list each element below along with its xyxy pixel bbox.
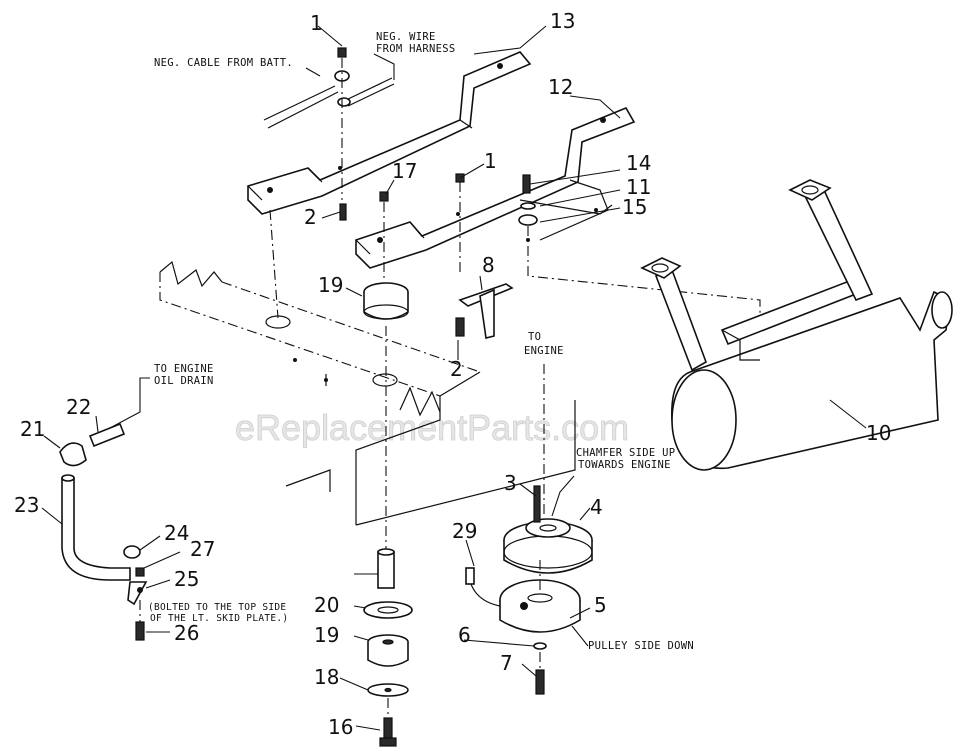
note-neg-cable: NEG. CABLE FROM BATT. xyxy=(154,57,293,69)
callout-29: 29 xyxy=(452,519,477,543)
mount-19-upper xyxy=(363,282,409,320)
callout-numbers: 1 1 2 2 3 4 5 6 7 8 10 11 12 13 14 15 16… xyxy=(14,9,891,739)
note-pulley-side: PULLEY SIDE DOWN xyxy=(588,640,694,652)
watermark-text: eReplacementParts.com xyxy=(235,407,629,448)
chassis-frame xyxy=(159,260,576,526)
callout-19b: 19 xyxy=(314,623,339,647)
callout-23: 23 xyxy=(14,493,39,517)
callout-1b: 1 xyxy=(484,149,497,173)
axis-left xyxy=(269,209,279,319)
callout-6: 6 xyxy=(458,623,471,647)
callout-2a: 2 xyxy=(304,205,317,229)
note-neg-wire-1: NEG. WIRE xyxy=(376,31,436,43)
note-oil-drain-1: TO ENGINE xyxy=(154,363,214,375)
callout-19a: 19 xyxy=(318,273,343,297)
callout-12: 12 xyxy=(548,75,573,99)
note-to-engine-1: TO xyxy=(528,331,541,343)
note-bolted-2: OF THE LT. SKID PLATE.) xyxy=(150,613,288,624)
callout-18: 18 xyxy=(314,665,339,689)
callout-1a: 1 xyxy=(310,11,323,35)
note-bolted-1: (BOLTED TO THE TOP SIDE xyxy=(148,602,286,613)
callout-17: 17 xyxy=(392,159,417,183)
hardware-1-2 xyxy=(337,47,761,320)
callout-24: 24 xyxy=(164,521,189,545)
mount-stack-lower xyxy=(363,548,413,747)
note-chamfer-1: CHAMFER SIDE UP xyxy=(576,447,675,459)
negative-cable xyxy=(263,70,395,129)
callout-11: 11 xyxy=(626,175,651,199)
small-hardware-24-27 xyxy=(123,545,148,641)
callout-16: 16 xyxy=(328,715,353,739)
bracket-13 xyxy=(247,51,532,215)
bracket-12 xyxy=(355,106,636,269)
callout-4: 4 xyxy=(590,495,603,519)
callout-27: 27 xyxy=(190,537,215,561)
muffler-10 xyxy=(640,179,953,471)
callout-2b: 2 xyxy=(450,357,463,381)
callout-13: 13 xyxy=(550,9,575,33)
callout-3: 3 xyxy=(504,471,517,495)
note-oil-drain-2: OIL DRAIN xyxy=(154,375,214,387)
callout-20: 20 xyxy=(314,593,339,617)
pulley-4 xyxy=(503,364,593,574)
note-chamfer-2: TOWARDS ENGINE xyxy=(578,459,671,471)
leader-lines xyxy=(41,25,867,731)
callout-26: 26 xyxy=(174,621,199,645)
notes: NEG. CABLE FROM BATT. NEG. WIRE FROM HAR… xyxy=(148,31,694,652)
note-neg-wire-2: FROM HARNESS xyxy=(376,43,455,55)
callout-10: 10 xyxy=(866,421,891,445)
callout-22: 22 xyxy=(66,395,91,419)
callout-14: 14 xyxy=(626,151,651,175)
note-to-engine-2: ENGINE xyxy=(524,345,564,357)
callout-8: 8 xyxy=(482,253,495,277)
callout-21: 21 xyxy=(20,417,45,441)
callout-5: 5 xyxy=(594,593,607,617)
callout-7: 7 xyxy=(500,651,513,675)
bracket-8 xyxy=(455,283,514,339)
oil-drain-hose xyxy=(59,377,150,581)
callout-25: 25 xyxy=(174,567,199,591)
callout-15: 15 xyxy=(622,195,647,219)
clutch-5 xyxy=(465,560,581,695)
